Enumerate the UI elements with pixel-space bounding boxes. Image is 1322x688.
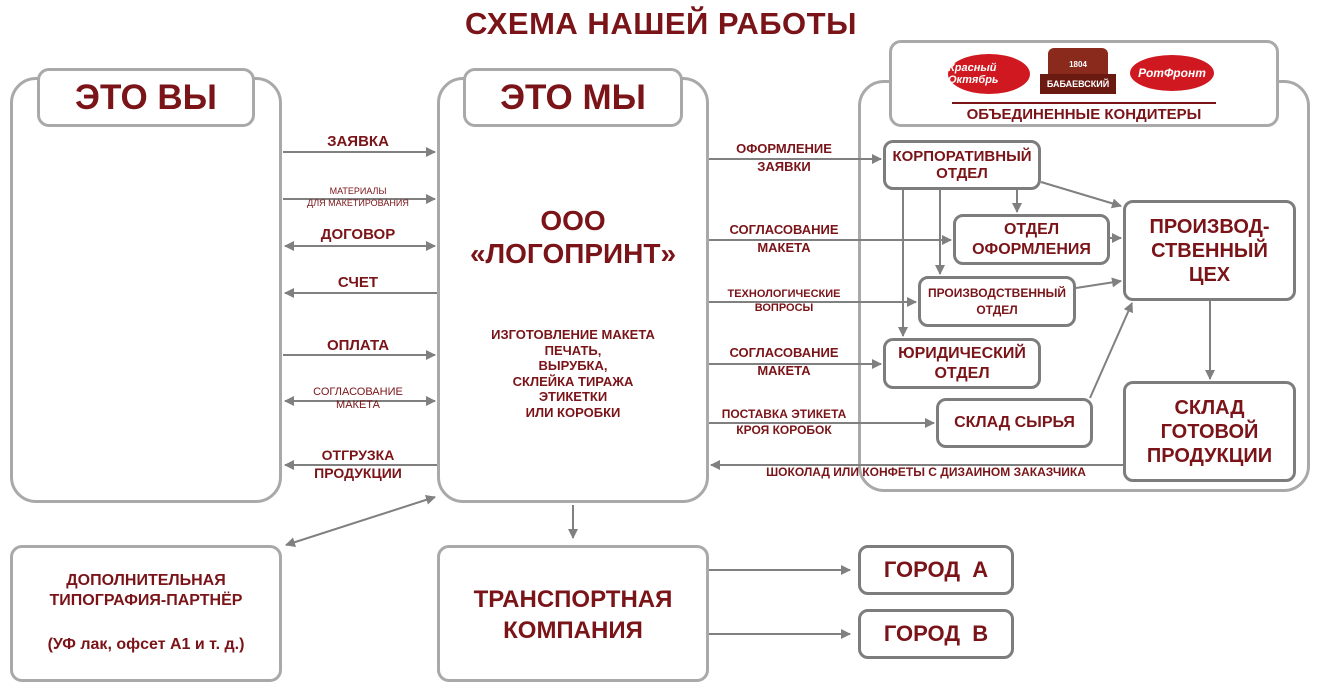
babaevsky-logo: 1804 БАБАЕВСКИЙ (1040, 48, 1116, 100)
label-approval-b-1: СОГЛАСОВАНИЕ (729, 345, 839, 360)
label-approval-a-2: МАКЕТА (757, 240, 811, 255)
page-title: СХЕМА НАШЕЙ РАБОТЫ (465, 6, 857, 41)
label-approval-2: МАКЕТА (336, 399, 380, 411)
we-header: ЭТО МЫ (463, 68, 683, 127)
confectioners-caption: ОБЪЕДИНЕННЫЕ КОНДИТЕРЫ (966, 106, 1202, 123)
service-item: ИЗГОТОВЛЕНИЕ МАКЕТА (491, 327, 655, 342)
finished-line2: ГОТОВОЙ (1160, 420, 1259, 443)
arrow-rawwh-workshop (1089, 302, 1133, 399)
logo-divider (952, 102, 1216, 104)
label-supply-1: ПОСТАВКА ЭТИКЕТА (721, 407, 847, 421)
label-materials-1: МАТЕРИАЛЫ (329, 186, 387, 196)
corporate-line2: ОТДЕЛ (936, 165, 988, 182)
label-application: ЗАЯВКА (327, 133, 389, 150)
babaevsky-label: БАБАЕВСКИЙ (1040, 74, 1116, 94)
design-line2: ОФОРМЛЕНИЯ (972, 240, 1091, 258)
you-panel (10, 77, 282, 503)
finished-line3: ПРОДУКЦИИ (1146, 444, 1273, 467)
label-app-form-1: ОФОРМЛЕНИЕ (736, 141, 832, 156)
label-tech-1: ТЕХНОЛОГИЧЕСКИЕ (727, 288, 841, 300)
babaevsky-building-icon (1048, 48, 1108, 76)
you-header: ЭТО ВЫ (37, 68, 255, 127)
city-a-box: ГОРОД А (858, 545, 1014, 595)
services-list: ИЗГОТОВЛЕНИЕ МАКЕТА ПЕЧАТЬ, ВЫРУБКА, СКЛ… (437, 327, 709, 420)
production-dept: ПРОИЗВОДСТВЕННЫЙ ОТДЕЛ (918, 276, 1076, 327)
finished-warehouse: СКЛАД ГОТОВОЙ ПРОДУКЦИИ (1123, 381, 1296, 482)
city-b-box: ГОРОД В (858, 609, 1014, 659)
service-item: СКЛЕЙКА ТИРАЖА (512, 373, 634, 389)
label-approval-b-2: МАКЕТА (757, 363, 811, 378)
logo-header: Красный Октябрь 1804 БАБАЕВСКИЙ РотФронт… (889, 40, 1279, 127)
partner-line3: (УФ лак, офсет А1 и т. д.) (47, 636, 245, 653)
we-panel (437, 77, 709, 503)
arrow-partner (285, 495, 436, 547)
workshop-line2: СТВЕННЫЙ (1151, 239, 1268, 262)
production-dept-line2: ОТДЕЛ (976, 302, 1018, 317)
partner-line1: ДОПОЛНИТЕЛЬНАЯ (66, 572, 226, 589)
legal-line2: ОТДЕЛ (934, 364, 990, 382)
label-supply-2: КРОЯ КОРОБОК (736, 423, 832, 437)
service-item: ЭТИКЕТКИ (538, 389, 608, 404)
label-contract: ДОГОВОР (320, 226, 396, 243)
transport-line1: ТРАНСПОРТНАЯ (473, 586, 673, 613)
arrow-corp-workshop (1040, 181, 1122, 209)
transport-line2: КОМПАНИЯ (503, 617, 643, 644)
label-chocolate: ШОКОЛАД ИЛИ КОНФЕТЫ С ДИЗАИНОМ ЗАКАЗЧИКА (766, 465, 1086, 479)
label-approval-1: СОГЛАСОВАНИЕ (313, 386, 403, 398)
legal-dept: ЮРИДИЧЕСКИЙ ОТДЕЛ (883, 338, 1041, 389)
finished-line1: СКЛАД (1174, 396, 1245, 419)
label-materials-2: ДЛЯ МАКЕТИРОВАНИЯ (307, 198, 409, 208)
label-shipment-1: ОТГРУЗКА (321, 447, 395, 463)
label-tech-2: ВОПРОСЫ (754, 302, 814, 314)
production-dept-line1: ПРОИЗВОДСТВЕННЫЙ (927, 286, 1067, 301)
service-item: ВЫРУБКА, (538, 358, 608, 373)
partner-line2: ТИПОГРАФИЯ-ПАРТНЁР (49, 592, 243, 609)
service-item: ПЕЧАТЬ, (544, 342, 602, 358)
workshop-line3: ЦЕХ (1188, 263, 1231, 286)
partner-box: ДОПОЛНИТЕЛЬНАЯ ТИПОГРАФИЯ-ПАРТНЁР (УФ ла… (10, 545, 282, 682)
corporate-line1: КОРПОРАТИВНЫЙ (892, 148, 1032, 165)
rotfront-logo: РотФронт (1130, 55, 1214, 91)
production-workshop: ПРОИЗВОД- СТВЕННЫЙ ЦЕХ (1123, 200, 1296, 301)
corporate-dept: КОРПОРАТИВНЫЙ ОТДЕЛ (883, 140, 1041, 190)
design-dept: ОТДЕЛ ОФОРМЛЕНИЯ (953, 214, 1110, 265)
babaevsky-year: 1804 (1069, 60, 1087, 69)
label-shipment-2: ПРОДУКЦИИ (314, 465, 402, 481)
krasny-oktyabr-logo: Красный Октябрь (948, 54, 1030, 94)
transport-box: ТРАНСПОРТНАЯ КОМПАНИЯ (437, 545, 709, 682)
label-approval-a-1: СОГЛАСОВАНИЕ (729, 222, 839, 237)
label-app-form-2: ЗАЯВКИ (757, 159, 811, 174)
design-line1: ОТДЕЛ (1003, 221, 1060, 239)
workshop-line1: ПРОИЗВОД- (1149, 215, 1270, 238)
label-payment: ОПЛАТА (326, 337, 390, 354)
raw-warehouse: СКЛАД СЫРЬЯ (936, 398, 1093, 448)
legal-line1: ЮРИДИЧЕСКИЙ (898, 345, 1026, 363)
arrow-proddept-workshop (1075, 277, 1122, 289)
label-invoice: СЧЕТ (337, 274, 379, 291)
service-item: ИЛИ КОРОБКИ (525, 404, 621, 420)
company-line1: ООО (540, 205, 606, 236)
company-line2: «ЛОГОПРИНТ» (469, 238, 677, 269)
